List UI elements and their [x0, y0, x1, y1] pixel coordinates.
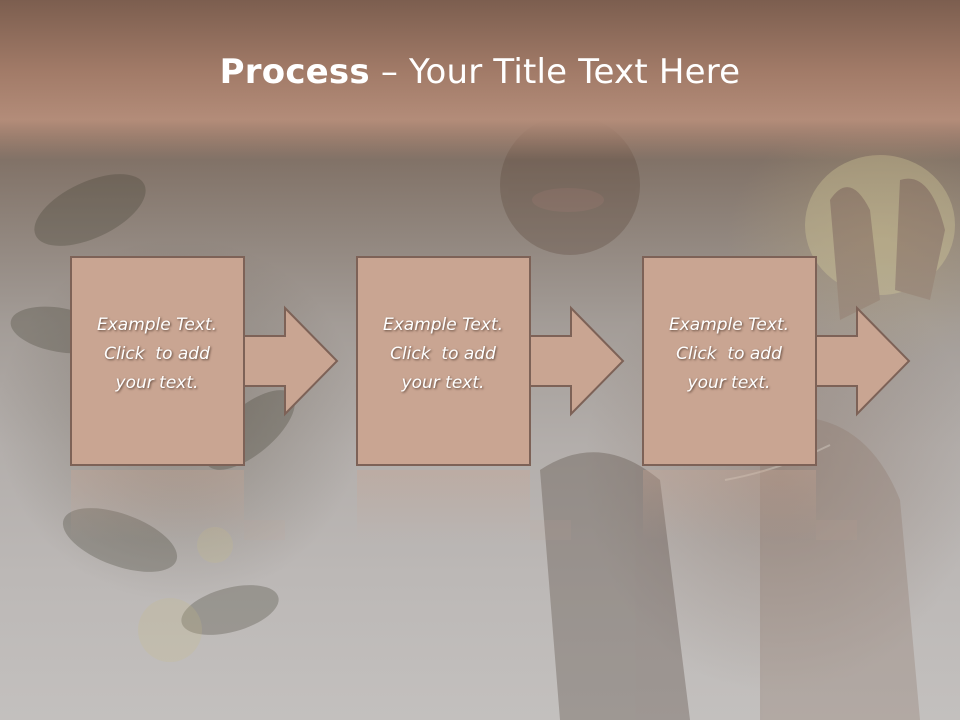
step-1-box[interactable] [70, 256, 245, 466]
arrow-2-reflection [530, 520, 571, 540]
reflection-group [71, 470, 857, 540]
step-2-line-3: your text. [401, 373, 485, 393]
step-1-line-2: Click to add [104, 344, 210, 364]
step-3-reflection [643, 470, 816, 540]
slide-title[interactable]: Process – Your Title Text Here [0, 52, 960, 92]
step-1-text[interactable]: Example Text. Click to add your text. [71, 311, 243, 398]
step-2-text[interactable]: Example Text. Click to add your text. [357, 311, 529, 398]
step-3-line-1: Example Text. [668, 315, 790, 335]
title-separator: – [369, 52, 410, 92]
step-3-text[interactable]: Example Text. Click to add your text. [643, 311, 815, 398]
step-2-box[interactable] [356, 256, 531, 466]
step-3-line-3: your text. [687, 373, 771, 393]
step-1-reflection [71, 470, 244, 540]
title-bold-part: Process [219, 52, 370, 92]
step-1-line-3: your text. [115, 373, 199, 393]
step-2-line-2: Click to add [390, 344, 496, 364]
title-rest: Your Title Text Here [409, 52, 741, 92]
arrow-1-reflection [244, 520, 285, 540]
arrow-1-shape[interactable] [235, 305, 339, 417]
title-band [0, 0, 960, 160]
step-2-reflection [357, 470, 530, 540]
step-1-line-1: Example Text. [96, 315, 218, 335]
step-3-line-2: Click to add [676, 344, 782, 364]
step-3-box[interactable] [642, 256, 817, 466]
arrow-3-shape[interactable] [807, 305, 911, 417]
arrow-2-shape[interactable] [521, 305, 625, 417]
step-2-line-1: Example Text. [382, 315, 504, 335]
arrow-3-reflection [816, 520, 857, 540]
